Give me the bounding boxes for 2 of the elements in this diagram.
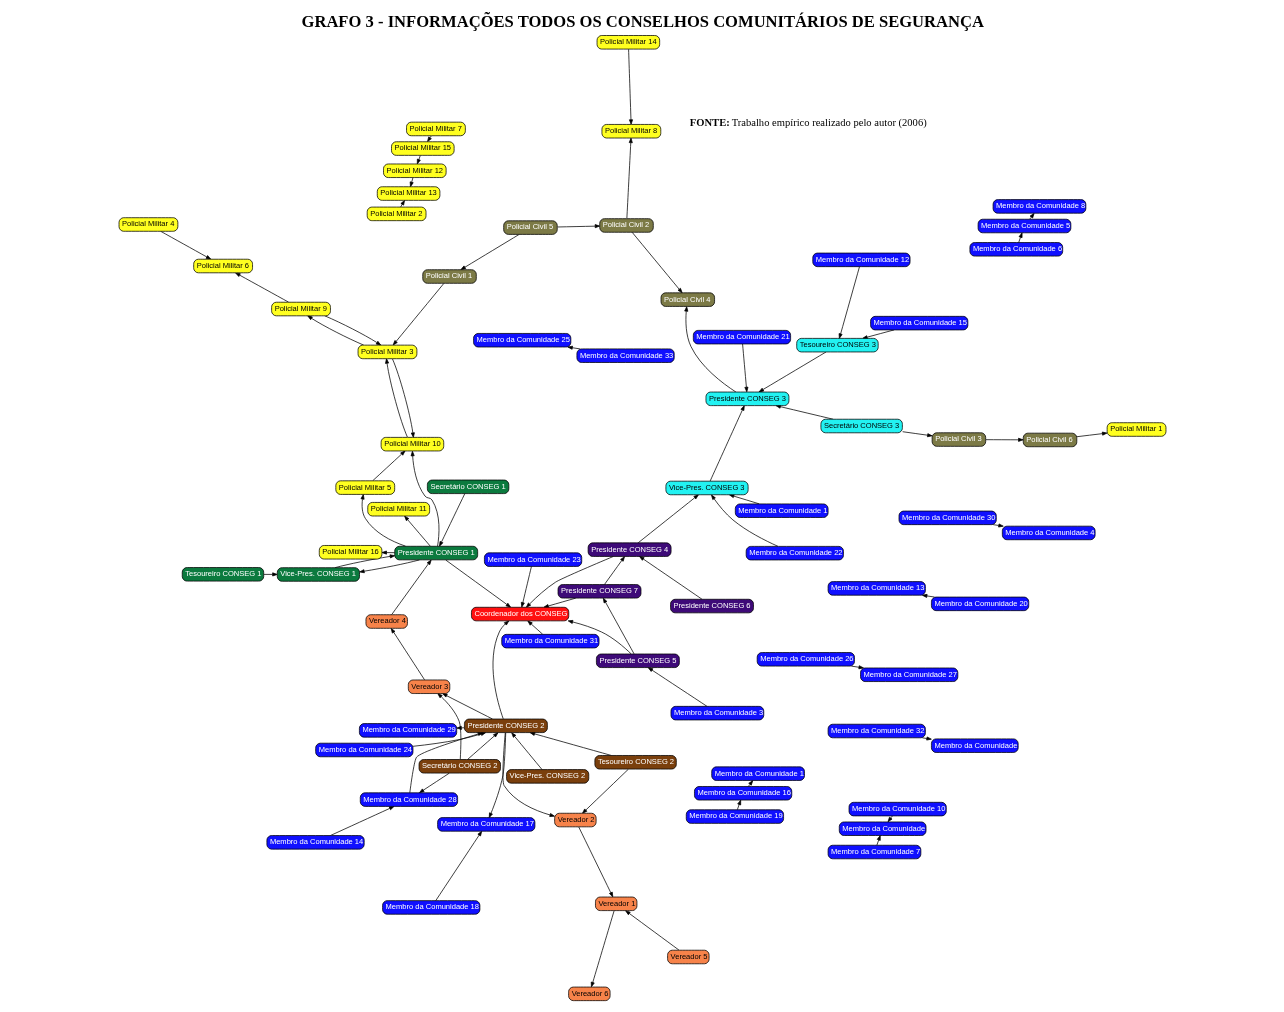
caption: FONTE: Trabalho empírico realizado pelo autor (2006) [689, 117, 927, 129]
diagram-title: GRAFO 3 - INFORMAÇÕES TODOS OS CONSELHOS COMUNITÁRIOS DE SEGURANÇA [301, 11, 984, 31]
